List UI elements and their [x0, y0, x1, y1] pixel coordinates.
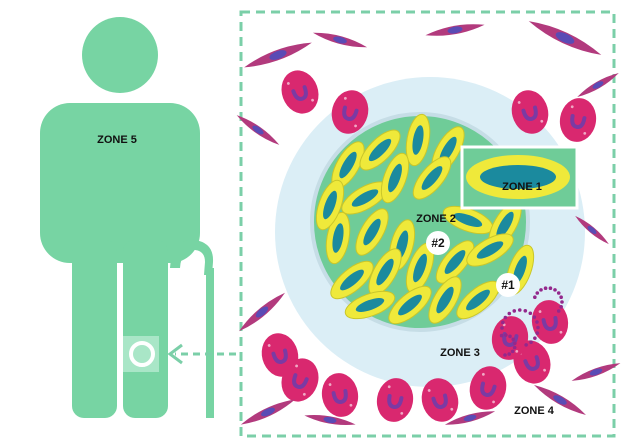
dot	[512, 309, 516, 313]
spindle-cell	[228, 102, 288, 157]
magenta-cell	[276, 65, 325, 119]
spindle-cell	[309, 17, 372, 64]
dot	[513, 341, 517, 345]
dot	[508, 335, 512, 339]
magenta-cell	[556, 95, 599, 145]
dot	[507, 352, 511, 356]
dot	[544, 286, 548, 290]
dot	[533, 295, 537, 299]
dot	[557, 309, 561, 313]
dot	[500, 326, 504, 330]
marker-2-label: #2	[431, 236, 445, 250]
dot	[524, 309, 528, 313]
dot	[500, 334, 504, 338]
zone5-label: ZONE 5	[97, 134, 137, 146]
magenta-cell	[318, 370, 361, 420]
dot	[501, 321, 505, 325]
dot	[518, 308, 522, 312]
dot	[553, 288, 557, 292]
zone1-inset	[462, 147, 577, 208]
dot	[560, 300, 564, 304]
dot	[533, 336, 537, 340]
dot	[504, 333, 508, 337]
dot	[511, 337, 515, 341]
dot	[529, 311, 533, 315]
dot	[508, 312, 512, 316]
dot	[559, 305, 563, 309]
zone3-label: ZONE 3	[440, 347, 480, 359]
dot	[503, 353, 507, 357]
dot	[504, 316, 508, 320]
dot	[549, 286, 553, 290]
spindle-cell	[566, 348, 622, 395]
dot	[559, 295, 563, 299]
dot	[539, 288, 543, 292]
spindle-cell	[422, 7, 487, 53]
dot	[511, 350, 515, 354]
dot	[535, 291, 539, 295]
dot	[533, 315, 537, 319]
dot	[524, 343, 528, 347]
dot	[529, 340, 533, 344]
zone4-label: ZONE 4	[514, 405, 555, 417]
marker-1-label: #1	[501, 278, 515, 292]
dot	[557, 291, 561, 295]
dot	[513, 346, 517, 350]
zone1-label: ZONE 1	[502, 181, 542, 193]
dot	[535, 331, 539, 335]
dot	[535, 320, 539, 324]
zone2-label: ZONE 2	[416, 213, 456, 225]
dot	[536, 326, 540, 330]
